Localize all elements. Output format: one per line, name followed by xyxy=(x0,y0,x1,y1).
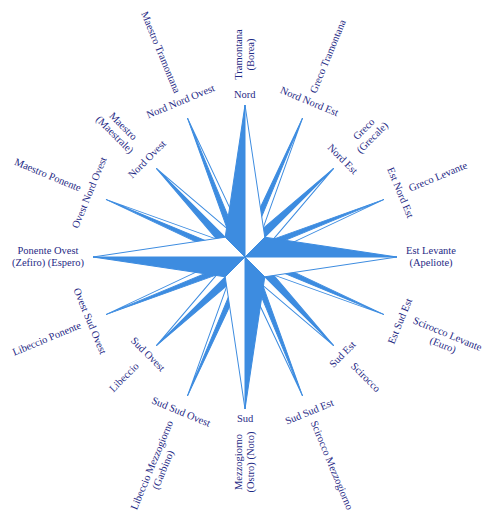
wind-name: Scirocco xyxy=(348,360,382,394)
wind-name: Greco Tramontana xyxy=(308,18,349,95)
wind-name: Scirocco Levante (Euro) xyxy=(405,314,485,366)
cardinal-point xyxy=(225,105,265,257)
wind-name: Libeccio Mezzogiorno (Garbino) xyxy=(128,417,188,519)
wind-name: Maestro Tramontana xyxy=(138,10,182,95)
wind-name: Est Levante (Apeliote) xyxy=(403,245,459,269)
wind-name: Libeccio Ponente xyxy=(11,320,83,359)
wind-name: Greco (Grecale) xyxy=(344,109,393,158)
wind-name: Maestro Ponente xyxy=(13,156,83,194)
wind-name: Greco Levante xyxy=(407,160,469,195)
direction-label: Est Sud Est xyxy=(386,297,416,346)
direction-label: Nord xyxy=(234,89,256,101)
wind-name: Maestro (Maestrale) xyxy=(92,104,146,158)
cardinal-point xyxy=(225,257,265,409)
wind-name: Tramontana (Borea) xyxy=(233,27,257,82)
direction-label: Sud xyxy=(237,413,253,425)
wind-name: Libeccio xyxy=(107,360,141,394)
cardinal-point xyxy=(245,237,397,277)
wind-name: Mezzogiorno (Ostro) (Noto) xyxy=(233,429,257,495)
wind-name: Scirocco Mezzogiorno xyxy=(308,419,356,512)
cardinal-point xyxy=(93,237,245,277)
wind-name: Ponente Ovest (Zefiro) (Espero) xyxy=(9,245,87,269)
direction-label: Sud Sud Ovest xyxy=(150,395,212,430)
